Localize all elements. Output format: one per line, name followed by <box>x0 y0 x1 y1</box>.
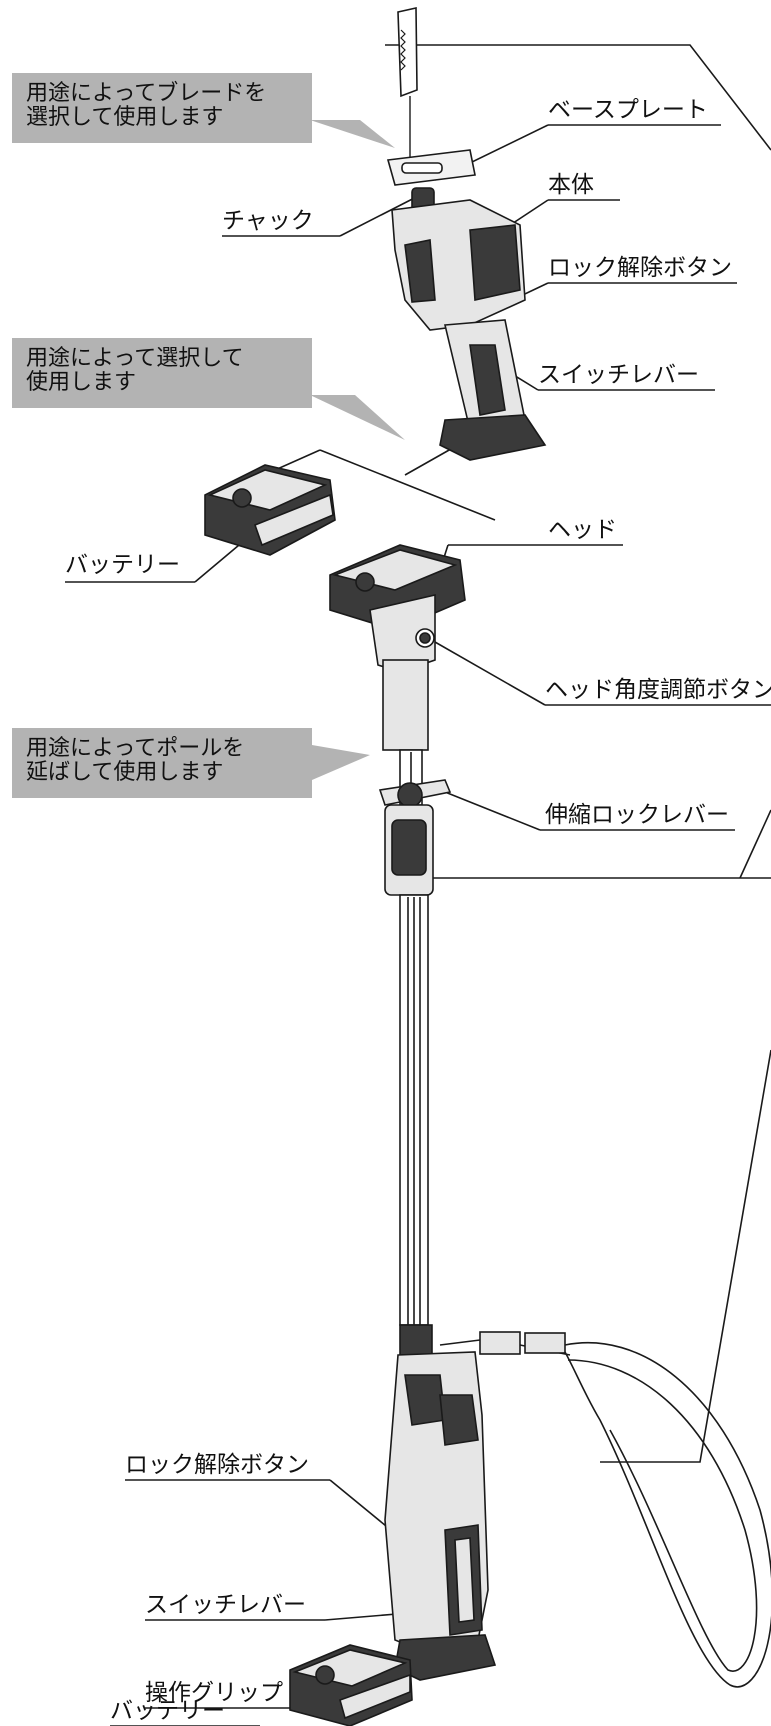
callout-blade-line1: 用途によってブレードを <box>26 81 267 106</box>
blade-illustration <box>397 7 418 165</box>
pole-illustration <box>378 749 452 1326</box>
label-switch-lever-top: スイッチレバー <box>538 362 699 388</box>
callout-pointer-blade <box>310 120 395 148</box>
label-lock-release-bottom: ロック解除ボタン <box>125 1452 309 1478</box>
callout-pole: 用途によってポールを 延ばして使用します <box>12 728 312 798</box>
bracket-top <box>385 44 771 151</box>
strap-illustration <box>439 1331 771 1688</box>
label-head-angle-button: ヘッド角度調節ボタン <box>545 677 771 703</box>
grip-illustration <box>384 1324 497 1681</box>
battery-bottom-illustration <box>289 1644 413 1726</box>
saw-body-illustration <box>386 149 547 461</box>
label-battery-top: バッテリー <box>65 552 180 578</box>
leader-battery-top-diag <box>194 539 246 583</box>
leader-head-angle-diag <box>427 637 546 706</box>
battery-top-illustration <box>204 464 336 556</box>
label-body: 本体 <box>548 172 594 198</box>
label-base-plate: ベースプレート <box>548 97 708 123</box>
label-battery-bottom: バッテリー <box>110 1698 225 1724</box>
label-telescopic-lock-lever: 伸縮ロックレバー <box>545 802 729 828</box>
label-chuck: チャック <box>222 208 314 234</box>
callout-pole-line2: 延ばして使用します <box>26 760 224 785</box>
callout-blade-line2: 選択して使用します <box>26 105 224 130</box>
callout-select-line1: 用途によって選択して <box>26 346 244 371</box>
callout-pointer-select <box>310 395 405 440</box>
callout-pointer-pole <box>312 745 370 780</box>
callout-select: 用途によって選択して 使用します <box>12 338 312 408</box>
selection-bracket <box>319 449 496 521</box>
label-grip: 操作グリップ <box>145 1680 283 1706</box>
label-switch-lever-bottom: スイッチレバー <box>145 1592 306 1618</box>
label-lock-release-top: ロック解除ボタン <box>548 255 732 281</box>
callout-pole-line1: 用途によってポールを <box>26 736 245 761</box>
leader-telescopic-diag <box>439 789 541 831</box>
callout-blade: 用途によってブレードを 選択して使用します <box>12 73 312 143</box>
label-head: ヘッド <box>548 517 617 543</box>
callout-select-line2: 使用します <box>26 370 137 395</box>
head-illustration <box>329 544 466 751</box>
bracket-bottom <box>600 1049 771 1463</box>
bracket-mid-rise <box>739 809 771 879</box>
